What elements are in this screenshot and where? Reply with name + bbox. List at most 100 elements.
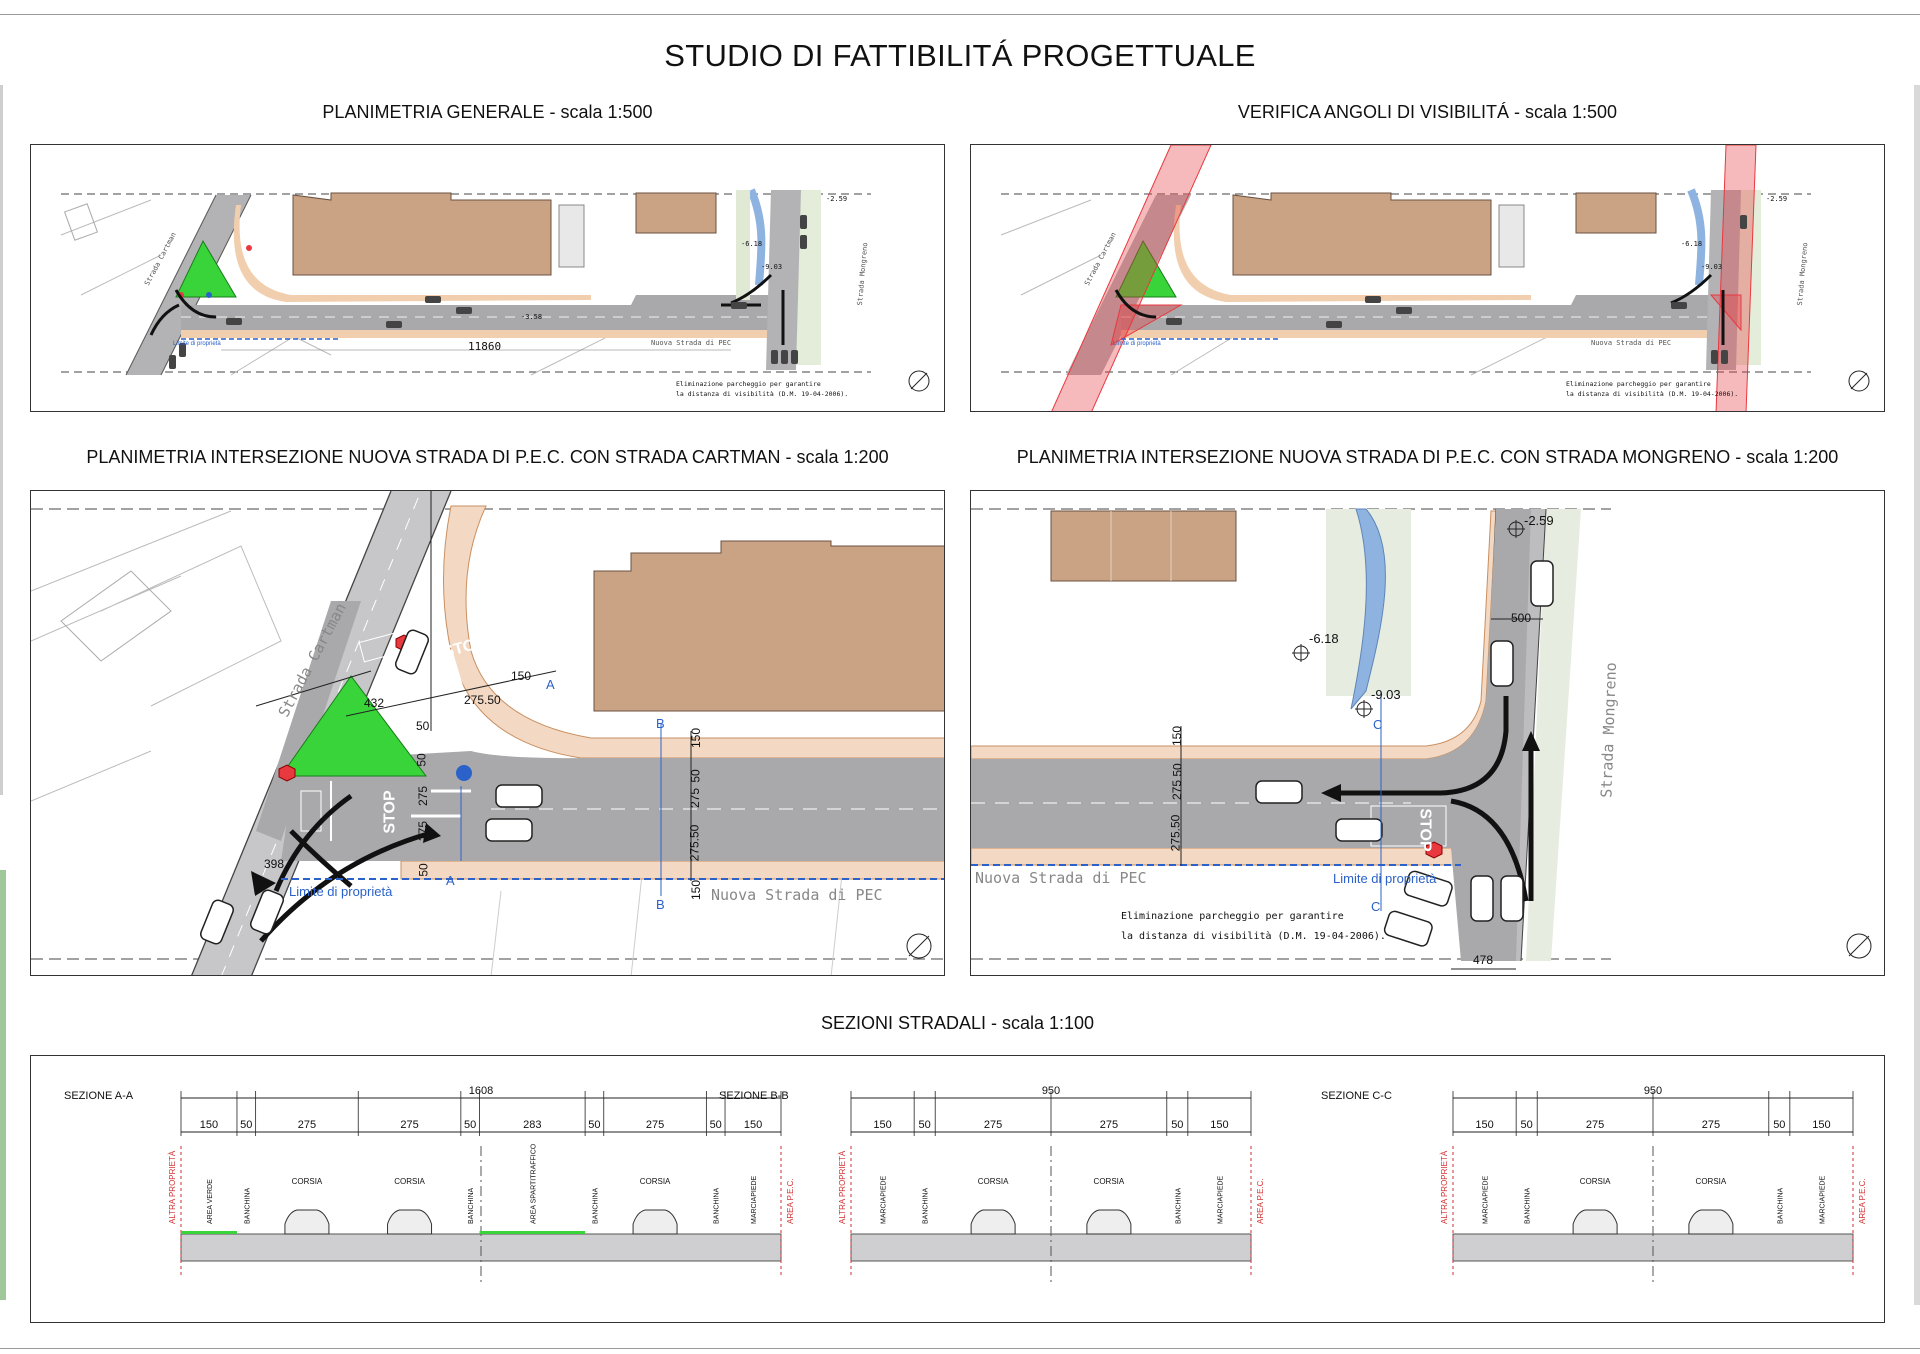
mongreno-dim-500: 500 xyxy=(1511,611,1532,625)
section-bb-part-2: 275 xyxy=(984,1119,1002,1131)
visibility-title: VERIFICA ANGOLI DI VISIBILITÁ - scala 1:… xyxy=(1237,102,1618,122)
general-property-limit: Limite di proprietà xyxy=(173,341,221,347)
cartman-section-a-bot: A xyxy=(446,873,455,888)
section-aa-part-0: 150 xyxy=(200,1119,218,1131)
cartman-dim-50a: 50 xyxy=(416,719,430,733)
section-cc-left-bound: ALTRA PROPRIETÀ xyxy=(1440,1150,1449,1224)
mongreno-spot-c: -9.03 xyxy=(1371,687,1401,702)
visibility-spot-3: -9.03 xyxy=(1701,263,1723,271)
section-aa-part-5: 283 xyxy=(523,1119,541,1131)
section-bb-part-3: 275 xyxy=(1100,1119,1118,1131)
section-cc-label-2: CORSIA xyxy=(1580,1177,1611,1186)
general-note-2: la distanza di visibilità (D.M. 19-04-20… xyxy=(676,390,849,398)
section-aa-part-8: 50 xyxy=(710,1119,722,1131)
cartman-vdim-275: 275 xyxy=(688,787,703,809)
visibility-note-1: Eliminazione parcheggio per garantire xyxy=(1566,380,1711,388)
section-aa-car-3 xyxy=(387,1209,433,1235)
section-bb-label-1: BANCHINA xyxy=(923,1187,930,1224)
section-bb-part-4: 50 xyxy=(1171,1119,1183,1131)
general-spot-2: -6.18 xyxy=(741,240,763,248)
section-aa-car-2 xyxy=(284,1209,330,1235)
cartman-stop-left: STOP xyxy=(381,790,399,834)
mongreno-dim-478: 478 xyxy=(1473,953,1494,967)
cartman-pec-label: Nuova Strada di PEC xyxy=(711,886,883,904)
cartman-property-limit: Limite di proprietà xyxy=(289,884,393,899)
left-edge-strip-bottom xyxy=(0,870,6,1300)
visibility-road-pec: Nuova Strada di PEC xyxy=(1591,339,1672,347)
mongreno-vdim-275-50: 275.50 xyxy=(1168,814,1183,852)
cartman-vdim-50: 50 xyxy=(688,769,703,783)
section-aa-label-7: CORSIA xyxy=(640,1177,671,1186)
sections-title: SEZIONI STRADALI - scala 1:100 xyxy=(820,1013,1095,1033)
section-aa-part-4: 50 xyxy=(464,1119,476,1131)
section-bb-part-5: 150 xyxy=(1210,1119,1228,1131)
section-cc-part-1: 50 xyxy=(1521,1119,1533,1131)
section-aa-total: 1608 xyxy=(469,1085,493,1097)
visibility-property-limit: Limite di proprietà xyxy=(1113,341,1161,347)
section-aa-label-6: BANCHINA xyxy=(592,1187,599,1224)
cartman-dim-50c: 50 xyxy=(416,863,431,877)
mongreno-drawing xyxy=(971,508,1872,970)
section-cc-label-1: BANCHINA xyxy=(1525,1187,1532,1224)
cartman-section-a-top: A xyxy=(546,677,555,692)
cartman-dim-432: 432 xyxy=(364,696,385,710)
sheet-top-border xyxy=(0,14,1920,15)
section-bb-part-0: 150 xyxy=(873,1119,891,1131)
section-aa-label-9: MARCIAPIEDE xyxy=(751,1175,758,1224)
section-cc-part-4: 50 xyxy=(1773,1119,1785,1131)
mongreno-stop: STOP xyxy=(1416,808,1434,852)
mongreno-note-2: la distanza di visibilità (D.M. 19-04-20… xyxy=(1121,931,1386,942)
mongreno-property-limit: Limite di proprietà xyxy=(1333,871,1437,886)
cartman-dim-275-50: 275.50 xyxy=(464,693,501,707)
section-bb-car-2 xyxy=(970,1209,1016,1235)
section-cc-part-3: 275 xyxy=(1702,1119,1720,1131)
section-aa-label-4: BANCHINA xyxy=(468,1187,475,1224)
section-bb-part-1: 50 xyxy=(919,1119,931,1131)
mongreno-spot-a: -2.59 xyxy=(1524,513,1554,528)
section-aa-part-7: 275 xyxy=(646,1119,664,1131)
section-cc-label-0: MARCIAPIEDE xyxy=(1483,1175,1490,1224)
cartman-dim-275a: 275 xyxy=(416,785,431,807)
sheet-bottom-border xyxy=(0,1348,1920,1349)
section-aa-part-6: 50 xyxy=(588,1119,600,1131)
visibility-spot-2: -6.18 xyxy=(1681,240,1703,248)
visibility-drawing xyxy=(1000,145,1870,411)
section-cc-name: SEZIONE C-C xyxy=(1321,1090,1392,1102)
mongreno-vdim-275: 275 xyxy=(1170,779,1185,801)
section-aa-label-0: AREA VERDE xyxy=(207,1179,214,1224)
section-aa-right-bound: AREA P.E.C. xyxy=(786,1178,795,1224)
visibility-note-2: la distanza di visibilità (D.M. 19-04-20… xyxy=(1566,390,1739,398)
general-spot-4: -3.58 xyxy=(521,313,543,321)
mongreno-panel: Strada Mongreno Nuova Strada di PEC Limi… xyxy=(970,490,1885,976)
section-bb-label-3: CORSIA xyxy=(1094,1177,1125,1186)
section-aa-part-1: 50 xyxy=(240,1119,252,1131)
cartman-dim-398: 398 xyxy=(264,857,285,871)
section-cc-part-5: 150 xyxy=(1812,1119,1830,1131)
cartman-title: PLANIMETRIA INTERSEZIONE NUOVA STRADA DI… xyxy=(86,447,889,467)
section-aa-part-3: 275 xyxy=(400,1119,418,1131)
cartman-section-b-bot: B xyxy=(656,897,665,912)
section-bb-left-bound: ALTRA PROPRIETÀ xyxy=(838,1150,847,1224)
cartman-panel: Strada Cartman Nuova Strada di PEC Limit… xyxy=(30,490,945,976)
section-aa-part-2: 275 xyxy=(298,1119,316,1131)
section-cc-car-2 xyxy=(1572,1209,1618,1235)
section-bb-label-0: MARCIAPIEDE xyxy=(881,1175,888,1224)
section-aa-name: SEZIONE A-A xyxy=(64,1090,134,1102)
section-aa-label-2: CORSIA xyxy=(292,1177,323,1186)
section-aa-label-1: BANCHINA xyxy=(244,1187,251,1224)
cartman-vdim-275-50: 275.50 xyxy=(687,824,702,862)
sheet-title: STUDIO DI FATTIBILITÁ PROGETTUALE xyxy=(664,38,1256,73)
section-bb-label-2: CORSIA xyxy=(978,1177,1009,1186)
mongreno-spot-b: -6.18 xyxy=(1309,631,1339,646)
cartman-dim-150a: 150 xyxy=(511,669,532,683)
visibility-spot-1: -2.59 xyxy=(1766,195,1788,203)
section-aa-car-7 xyxy=(632,1209,678,1235)
mongreno-note-1: Eliminazione parcheggio per garantire xyxy=(1121,911,1344,922)
cartman-section-b-top: B xyxy=(656,716,665,731)
section-bb-label-4: BANCHINA xyxy=(1175,1187,1182,1224)
general-spot-3: -9.03 xyxy=(761,263,783,271)
mongreno-vdim-150: 150 xyxy=(1170,725,1185,747)
section-aa-green-5 xyxy=(479,1231,586,1234)
mongreno-section-c-bot: C xyxy=(1371,899,1381,914)
